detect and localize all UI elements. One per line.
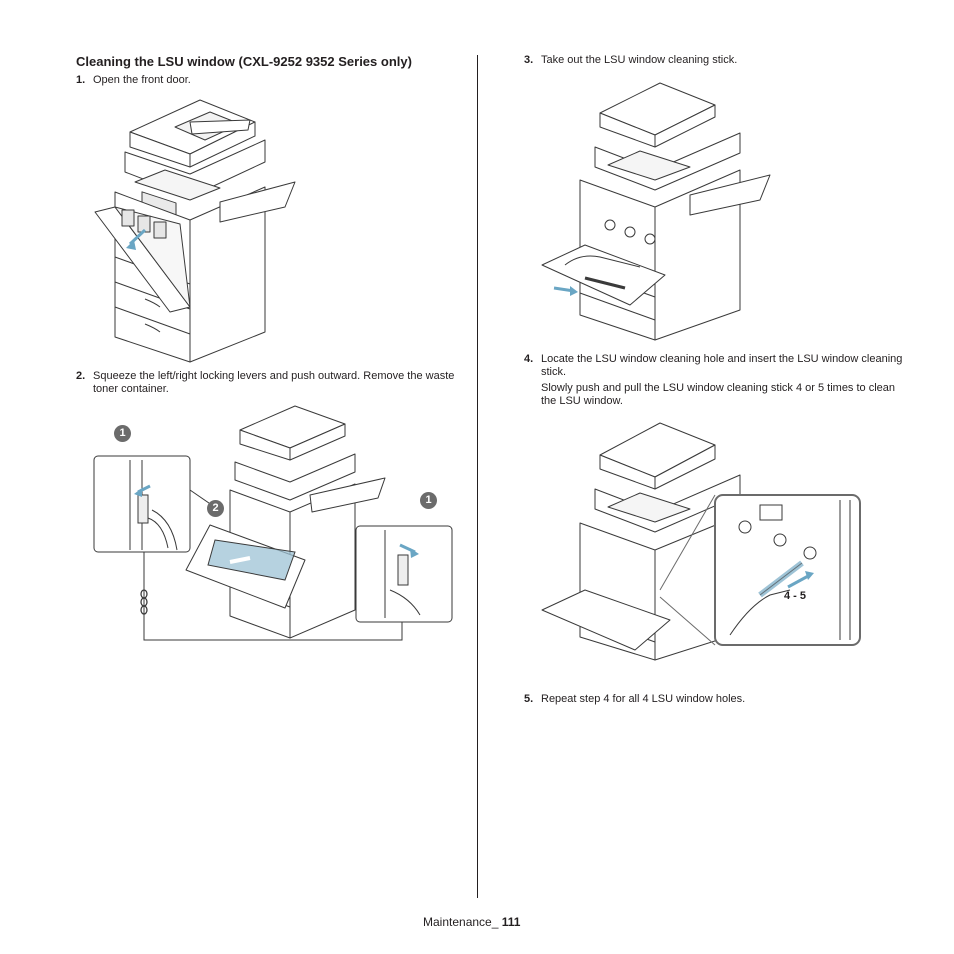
repeat-count-label: 4 - 5 [784,590,807,602]
footer-section: Maintenance_ [423,915,499,929]
step-4: 4. Locate the LSU window cleaning hole a… [524,353,904,408]
figure-remove-waste-toner [93,405,453,641]
step-number: 4. [524,353,534,365]
callout-badge-1: 1 [114,425,131,442]
step-text: Repeat step 4 for all 4 LSU window holes… [541,693,746,705]
step-number: 5. [524,693,534,705]
step-text: Locate the LSU window cleaning hole and … [541,353,903,378]
callout-badge-2: 2 [207,500,224,517]
step-number: 2. [76,370,86,382]
callout-badge-1b: 1 [420,492,437,509]
step-number: 1. [76,74,86,86]
page-number: 111 [501,915,521,929]
page-footer: Maintenance_ 111 [423,915,520,929]
step-3: 3. Take out the LSU window cleaning stic… [524,54,904,67]
section-heading: Cleaning the LSU window (CXL-9252 9352 S… [76,54,412,69]
figure-open-front-door [94,99,296,363]
step-2: 2. Squeeze the left/right locking levers… [76,370,456,396]
figure-insert-stick [541,422,861,661]
section-title: Cleaning the LSU window [76,54,235,69]
figure-take-out-stick [541,82,771,341]
step-text: Take out the LSU window cleaning stick. [541,54,738,66]
link-icon [140,589,148,615]
section-qualifier: (CXL-9252 9352 Series only) [238,54,412,69]
step-1: 1. Open the front door. [76,74,456,87]
column-divider [477,55,478,898]
step-number: 3. [524,54,534,66]
step-text-continued: Slowly push and pull the LSU window clea… [541,382,896,407]
step-text: Squeeze the left/right locking levers an… [93,370,455,395]
step-5: 5. Repeat step 4 for all 4 LSU window ho… [524,693,904,706]
step-text: Open the front door. [93,74,191,86]
